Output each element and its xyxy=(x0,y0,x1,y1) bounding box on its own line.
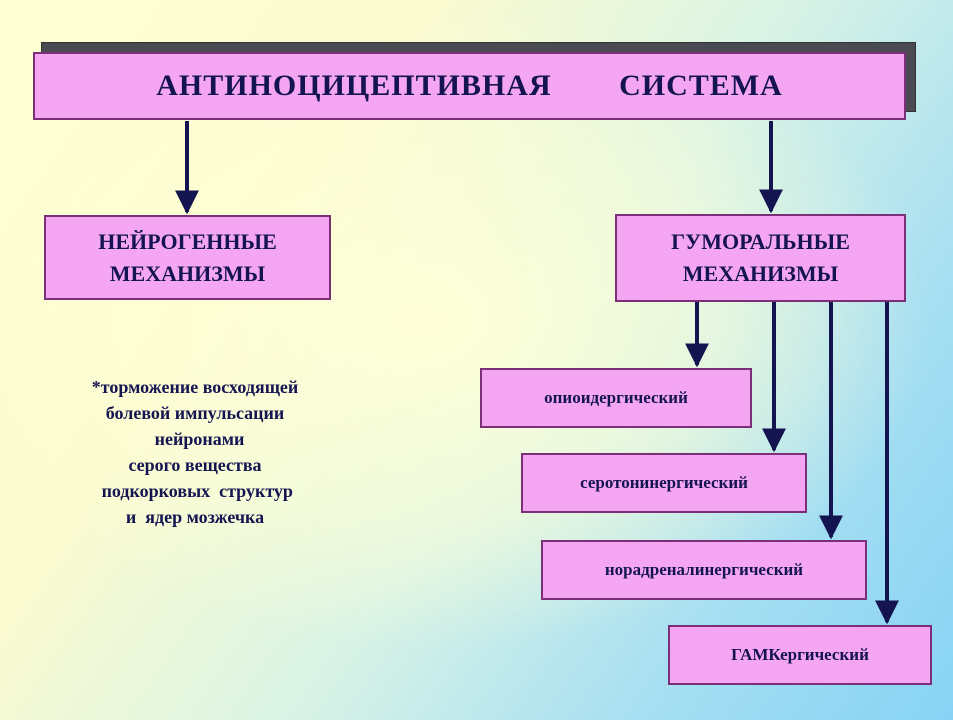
title-text: АНТИНОЦИЦЕПТИВНАЯ СИСТЕМА xyxy=(156,69,783,102)
humoral-label-line2: МЕХАНИЗМЫ xyxy=(682,261,839,286)
neurogenic-label-line1: НЕЙРОГЕННЫЕ xyxy=(98,228,277,254)
title-box: АНТИНОЦИЦЕПТИВНАЯ СИСТЕМА xyxy=(33,52,906,120)
description-line: *торможение восходящей xyxy=(91,377,299,397)
neurogenic-description: *торможение восходящей болевой импульсац… xyxy=(30,374,360,530)
description-line: нейронами xyxy=(145,429,245,449)
description-line: и ядер мозжечка xyxy=(125,507,265,527)
neurogenic-label-line2: МЕХАНИЗМЫ xyxy=(109,260,266,286)
description-line: серого вещества xyxy=(128,455,262,475)
gabaergic-label: ГАМКергический xyxy=(731,645,869,664)
opioidergic-label: опиоидергический xyxy=(544,388,688,407)
noradrenergic-label: норадреналинергический xyxy=(604,560,804,579)
serotoninergic-label: серотонинергический xyxy=(580,473,748,492)
humoral-label-line1: ГУМОРАЛЬНЫЕ xyxy=(671,229,850,254)
neurogenic-mechanisms-box: НЕЙРОГЕННЫЕ МЕХАНИЗМЫ xyxy=(44,215,331,300)
humoral-mechanisms-box: ГУМОРАЛЬНЫЕ МЕХАНИЗМЫ xyxy=(615,214,906,302)
description-line: подкорковых структур xyxy=(97,481,293,501)
noradrenergic-box: норадреналинергический xyxy=(541,540,867,600)
serotoninergic-box: серотонинергический xyxy=(521,453,807,513)
gabaergic-box: ГАМКергический xyxy=(668,625,932,685)
description-line: болевой импульсации xyxy=(105,403,285,423)
opioidergic-box: опиоидергический xyxy=(480,368,752,428)
